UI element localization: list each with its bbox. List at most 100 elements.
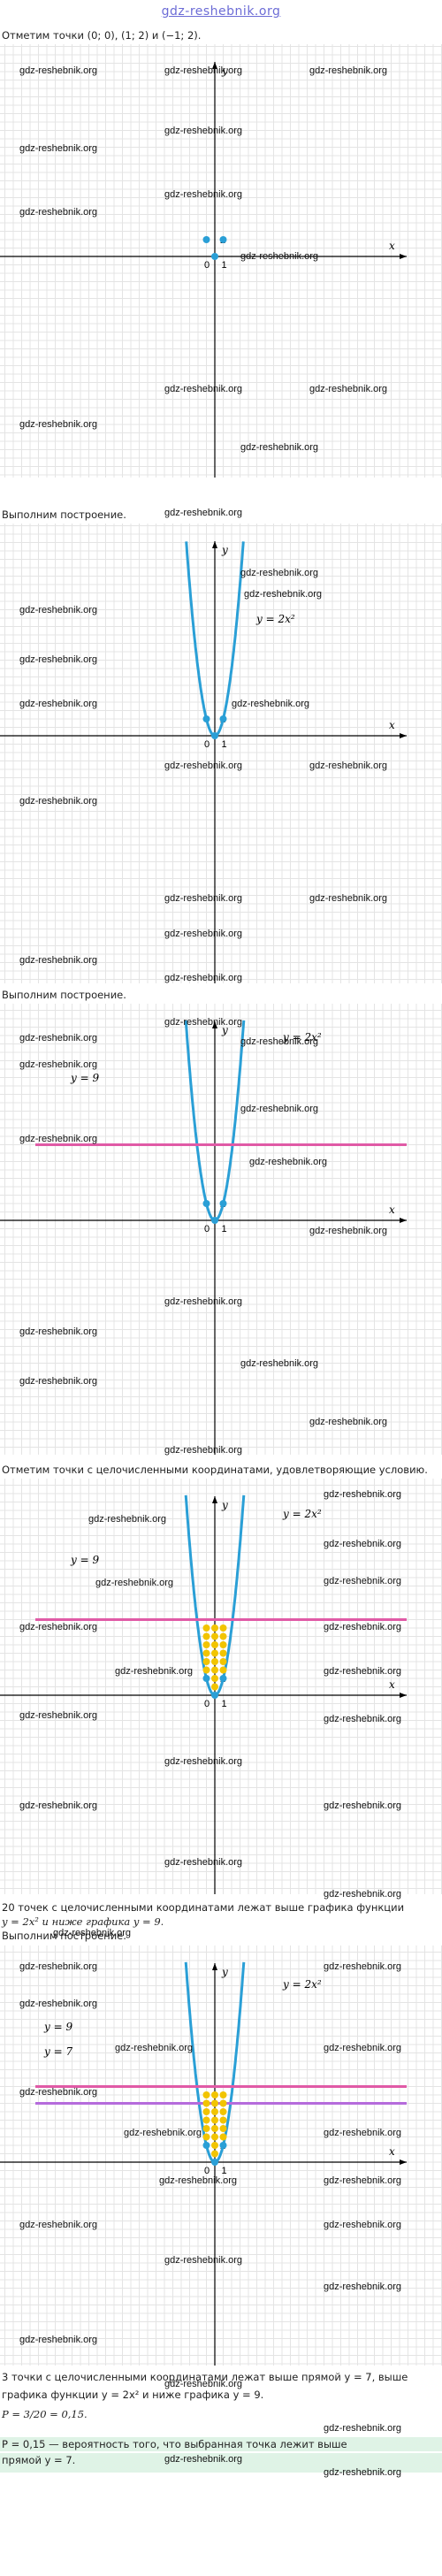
- watermark-text: gdz-reshebnik.org: [240, 1104, 319, 1114]
- graph-1: xy012: [0, 44, 442, 478]
- watermark-text: gdz-reshebnik.org: [164, 1445, 243, 1456]
- watermark-text: gdz-reshebnik.org: [164, 384, 243, 394]
- tick-x-label: 1: [222, 2166, 227, 2176]
- integer-point: [219, 2133, 227, 2141]
- integer-point: [219, 1641, 227, 1648]
- watermark-text: gdz-reshebnik.org: [19, 1033, 98, 1043]
- tick-x-label: 1: [222, 1224, 227, 1234]
- y-axis-arrow: [212, 1021, 217, 1028]
- watermark-text: gdz-reshebnik.org: [53, 1928, 132, 1938]
- integer-point: [219, 1649, 227, 1657]
- line-y9-label: y = 9: [70, 1554, 99, 1566]
- watermark-text: gdz-reshebnik.org: [240, 251, 319, 262]
- watermark-text: gdz-reshebnik.org: [324, 2467, 402, 2478]
- watermark-text: gdz-reshebnik.org: [164, 126, 243, 136]
- watermark-text: gdz-reshebnik.org: [232, 699, 310, 709]
- integer-point: [202, 2133, 210, 2141]
- origin-label: 0: [204, 2166, 210, 2176]
- x-axis-label: x: [389, 1204, 395, 1216]
- watermark-text: gdz-reshebnik.org: [19, 143, 98, 154]
- watermark-text: gdz-reshebnik.org: [324, 1961, 402, 1972]
- watermark-text: gdz-reshebnik.org: [164, 65, 243, 76]
- watermark-text: gdz-reshebnik.org: [164, 189, 243, 200]
- watermark-text: gdz-reshebnik.org: [324, 2220, 402, 2230]
- watermark-text: gdz-reshebnik.org: [164, 1017, 243, 1028]
- tick-x-label: 1: [222, 1699, 227, 1709]
- marked-point: [211, 732, 218, 739]
- integer-point: [202, 1632, 210, 1640]
- integer-point: [202, 2116, 210, 2124]
- step2-text: Выполним построение.: [2, 508, 126, 521]
- marked-point: [219, 236, 227, 243]
- marked-point: [219, 715, 227, 722]
- watermark-text: gdz-reshebnik.org: [19, 1961, 98, 1972]
- integer-point: [202, 1658, 210, 1665]
- step5-line3: Выполним построение.: [2, 1930, 126, 1942]
- line-y7-label: y = 7: [43, 2045, 72, 2058]
- watermark-text: gdz-reshebnik.org: [19, 2335, 98, 2345]
- x-axis-arrow: [400, 254, 407, 259]
- y-axis-label: y: [221, 1966, 228, 1978]
- parabola-label: y = 2x²: [255, 613, 295, 625]
- integer-point: [219, 1658, 227, 1665]
- graph-2-svg: xy012y = 2x²: [0, 524, 442, 983]
- watermark-text: gdz-reshebnik.org: [324, 1576, 402, 1586]
- watermark-text: gdz-reshebnik.org: [19, 419, 98, 430]
- integer-point: [219, 2091, 227, 2098]
- y-axis-label: y: [221, 544, 228, 556]
- marked-point: [211, 1692, 218, 1699]
- watermark-text: gdz-reshebnik.org: [324, 1539, 402, 1549]
- marked-point: [202, 2142, 210, 2149]
- watermark-text: gdz-reshebnik.org: [19, 1710, 98, 1721]
- y-axis-label: y: [221, 65, 228, 77]
- integer-point: [219, 1624, 227, 1632]
- integer-point: [202, 2108, 210, 2115]
- site-title[interactable]: gdz-reshebnik.org: [161, 4, 281, 19]
- integer-point: [202, 1641, 210, 1648]
- line-y9-label: y = 9: [70, 1072, 99, 1084]
- integer-point: [202, 2099, 210, 2107]
- watermark-text: gdz-reshebnik.org: [159, 2175, 238, 2186]
- integer-point: [202, 1624, 210, 1632]
- tick-x-label: 1: [222, 739, 227, 750]
- final-line5: прямой y = 7.: [0, 2453, 442, 2473]
- marked-point: [219, 2142, 227, 2149]
- line-y9-label: y = 9: [43, 2021, 72, 2033]
- watermark-text: gdz-reshebnik.org: [19, 1800, 98, 1811]
- y-axis-arrow: [212, 541, 217, 548]
- watermark-text: gdz-reshebnik.org: [324, 2043, 402, 2053]
- final-line4: P = 0,15 — вероятность того, что выбранн…: [0, 2437, 442, 2451]
- site-header[interactable]: gdz-reshebnik.org: [0, 0, 442, 23]
- marked-point: [202, 715, 210, 722]
- integer-point: [211, 1632, 218, 1640]
- watermark-text: gdz-reshebnik.org: [19, 1376, 98, 1387]
- marked-point: [211, 1217, 218, 1224]
- integer-point: [211, 2150, 218, 2158]
- watermark-text: gdz-reshebnik.org: [95, 1578, 174, 1588]
- x-axis-label: x: [389, 719, 395, 731]
- integer-point: [211, 1683, 218, 1691]
- watermark-text: gdz-reshebnik.org: [309, 1417, 388, 1427]
- y-axis-arrow: [212, 1496, 217, 1503]
- final-line3: P = 3/20 = 0,15.: [2, 2408, 88, 2420]
- watermark-text: gdz-reshebnik.org: [244, 589, 323, 600]
- watermark-text: gdz-reshebnik.org: [240, 1036, 319, 1047]
- integer-point: [219, 2125, 227, 2132]
- watermark-text: gdz-reshebnik.org: [324, 1889, 402, 1900]
- watermark-text: gdz-reshebnik.org: [324, 1800, 402, 1811]
- integer-point: [211, 1658, 218, 1665]
- integer-point: [211, 1675, 218, 1682]
- watermark-text: gdz-reshebnik.org: [164, 1857, 243, 1868]
- watermark-text: gdz-reshebnik.org: [324, 2423, 402, 2434]
- integer-point: [211, 1624, 218, 1632]
- x-axis-label: x: [389, 2145, 395, 2158]
- origin-label: 0: [204, 739, 210, 750]
- integer-point: [202, 2091, 210, 2098]
- graph-1-svg: xy012: [0, 44, 442, 478]
- watermark-text: gdz-reshebnik.org: [164, 2379, 243, 2389]
- y-axis-label: y: [221, 1024, 228, 1036]
- watermark-text: gdz-reshebnik.org: [324, 2175, 402, 2186]
- watermark-text: gdz-reshebnik.org: [164, 2454, 243, 2465]
- watermark-text: gdz-reshebnik.org: [19, 699, 98, 709]
